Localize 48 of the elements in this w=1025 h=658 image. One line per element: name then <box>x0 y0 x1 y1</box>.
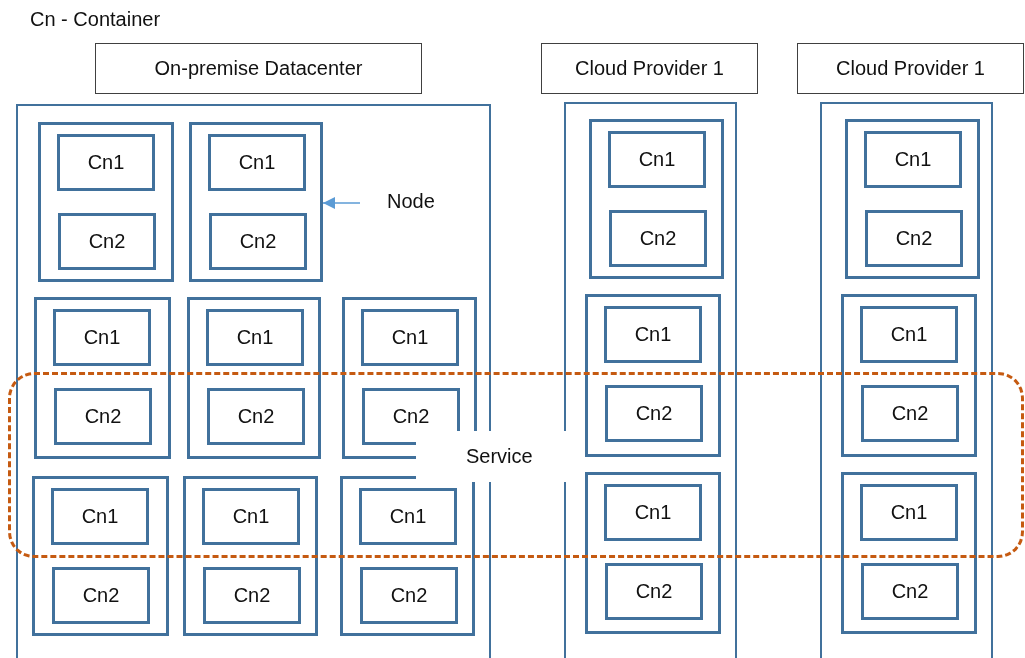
container-box: Cn2 <box>207 388 305 445</box>
node-box <box>187 297 321 459</box>
node-box <box>845 119 980 279</box>
container-box: Cn1 <box>604 306 702 363</box>
container-box: Cn2 <box>609 210 707 267</box>
node-box <box>189 122 323 282</box>
node-box <box>34 297 171 459</box>
container-box: Cn2 <box>52 567 150 624</box>
container-box: Cn1 <box>57 134 155 191</box>
container-box: Cn1 <box>604 484 702 541</box>
container-box: Cn1 <box>608 131 706 188</box>
node-box <box>841 294 977 457</box>
node-box <box>183 476 318 636</box>
container-box: Cn2 <box>360 567 458 624</box>
node-box <box>38 122 174 282</box>
legend-note: Cn - Container <box>30 8 161 31</box>
container-box: Cn1 <box>860 306 958 363</box>
container-box: Cn1 <box>361 309 459 366</box>
cluster-box <box>820 102 993 658</box>
container-box: Cn1 <box>51 488 149 545</box>
container-box: Cn2 <box>209 213 307 270</box>
container-box: Cn1 <box>53 309 151 366</box>
header-box: Cloud Provider 1 <box>797 43 1024 94</box>
node-box <box>585 472 721 634</box>
container-box: Cn2 <box>605 563 703 620</box>
container-box: Cn2 <box>861 563 959 620</box>
node-box <box>340 476 475 636</box>
container-box: Cn2 <box>605 385 703 442</box>
container-box: Cn2 <box>203 567 301 624</box>
arrow <box>322 197 361 209</box>
container-box: Cn2 <box>861 385 959 442</box>
container-box: Cn1 <box>359 488 457 545</box>
node-box <box>589 119 724 279</box>
node-box <box>32 476 169 636</box>
container-box: Cn1 <box>860 484 958 541</box>
service-region <box>8 372 1024 558</box>
node-box <box>841 472 977 634</box>
cluster-box <box>564 102 737 658</box>
container-box: Cn2 <box>865 210 963 267</box>
container-box: Cn1 <box>202 488 300 545</box>
node-box <box>585 294 721 457</box>
container-box: Cn2 <box>58 213 156 270</box>
container-box: Cn2 <box>54 388 152 445</box>
container-box: Cn1 <box>208 134 306 191</box>
header-box: Cloud Provider 1 <box>541 43 758 94</box>
header-box: On-premise Datacenter <box>95 43 422 94</box>
container-box: Cn1 <box>864 131 962 188</box>
container-box: Cn1 <box>206 309 304 366</box>
